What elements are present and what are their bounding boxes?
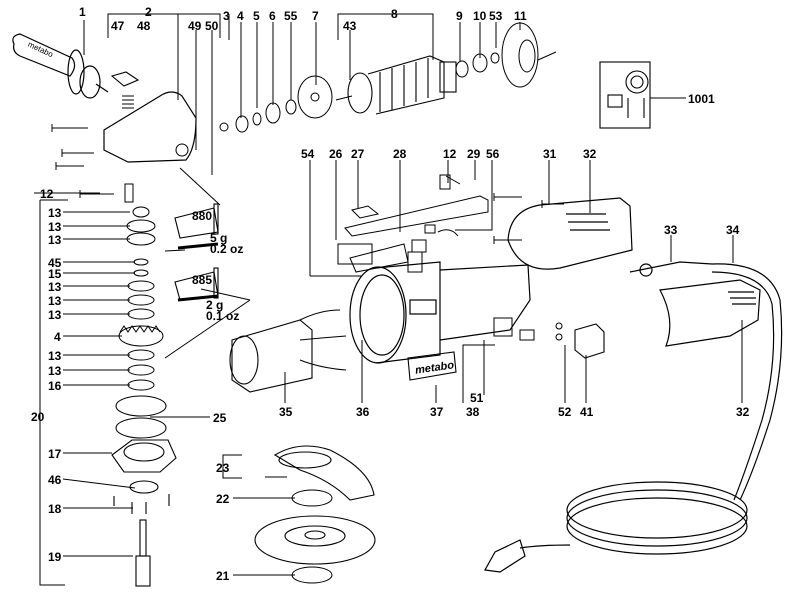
part-label-13: 13 bbox=[48, 206, 62, 220]
grease-amount-885-oz: 0.1 oz bbox=[206, 309, 240, 323]
part-label-12-top: 12 bbox=[443, 147, 457, 161]
grinding-disc bbox=[254, 515, 376, 565]
part-label-50: 50 bbox=[205, 19, 219, 33]
part-label-34: 34 bbox=[726, 223, 740, 237]
part-label-16: 16 bbox=[48, 379, 62, 393]
part-label-28: 28 bbox=[393, 147, 407, 161]
part-label-13: 13 bbox=[48, 349, 62, 363]
grease-amount-880-oz: 0.2 oz bbox=[210, 242, 244, 256]
part-label-13: 13 bbox=[48, 364, 62, 378]
side-handle: metabo bbox=[12, 33, 109, 99]
part-label-29: 29 bbox=[467, 147, 481, 161]
part-label-32-bottom: 32 bbox=[736, 405, 750, 419]
screws bbox=[51, 124, 564, 244]
armature bbox=[335, 55, 457, 115]
grease-tube-880 bbox=[174, 203, 219, 250]
part-label-23: 23 bbox=[216, 461, 230, 475]
gear-stack bbox=[115, 206, 167, 439]
part-label-4: 4 bbox=[54, 330, 61, 344]
part-label-35: 35 bbox=[279, 405, 293, 419]
part-label-38: 38 bbox=[466, 405, 480, 419]
part-label-32-top: 32 bbox=[583, 147, 597, 161]
grease-amount-885-g: 2 g bbox=[206, 298, 224, 312]
part-label-20: 20 bbox=[31, 410, 45, 424]
part-label-47: 47 bbox=[111, 19, 125, 33]
part-label-22: 22 bbox=[216, 492, 230, 506]
part-label-53: 53 bbox=[489, 9, 503, 23]
grease-code-880: 880 bbox=[192, 209, 213, 223]
label-1001-box bbox=[599, 61, 651, 129]
grease-amount-880-g: 5 g bbox=[210, 231, 228, 245]
part-label-52: 52 bbox=[558, 405, 572, 419]
part-label-25: 25 bbox=[213, 411, 227, 425]
washer-22 bbox=[291, 489, 333, 507]
part-label-41: 41 bbox=[580, 405, 594, 419]
part-label-7: 7 bbox=[312, 9, 319, 23]
part-label-26: 26 bbox=[329, 147, 343, 161]
part-label-10: 10 bbox=[473, 9, 487, 23]
part-label-9: 9 bbox=[456, 9, 463, 23]
power-cable bbox=[484, 261, 783, 573]
part-label-4: 4 bbox=[237, 9, 244, 23]
grease-code-885: 885 bbox=[192, 273, 213, 287]
part-label-1001: 1001 bbox=[688, 92, 715, 106]
handle-housing-top bbox=[507, 197, 633, 270]
svg-text:metabo: metabo bbox=[26, 40, 54, 60]
part-label-33: 33 bbox=[664, 223, 678, 237]
part-label-15: 15 bbox=[48, 267, 62, 281]
handle-housing-bottom bbox=[659, 279, 761, 347]
part-label-3: 3 bbox=[223, 9, 230, 23]
label-37 bbox=[407, 351, 457, 381]
part-label-21: 21 bbox=[216, 569, 230, 583]
part-label-13: 13 bbox=[48, 233, 62, 247]
grease-tube-885 bbox=[174, 267, 219, 302]
part-label-48: 48 bbox=[137, 19, 151, 33]
part-label-46: 46 bbox=[48, 473, 62, 487]
flange bbox=[111, 439, 177, 514]
wheel-guard bbox=[265, 445, 375, 501]
part-label-1: 1 bbox=[79, 5, 86, 19]
spindle bbox=[135, 519, 151, 587]
part-label-27: 27 bbox=[351, 147, 365, 161]
part-label-12: 12 bbox=[40, 187, 54, 201]
part-label-6: 6 bbox=[269, 9, 276, 23]
part-label-37: 37 bbox=[430, 405, 444, 419]
stator bbox=[229, 309, 347, 393]
part-label-55: 55 bbox=[284, 9, 298, 23]
part-label-13: 13 bbox=[48, 308, 62, 322]
part-label-45: 45 bbox=[48, 256, 62, 270]
part-label-54: 54 bbox=[301, 147, 315, 161]
part-label-13: 13 bbox=[48, 220, 62, 234]
part-label-5: 5 bbox=[253, 9, 260, 23]
part-label-49: 49 bbox=[188, 19, 202, 33]
part-label-13: 13 bbox=[48, 294, 62, 308]
part-label-17: 17 bbox=[48, 447, 62, 461]
part-label-13: 13 bbox=[48, 280, 62, 294]
part-label-51: 51 bbox=[470, 391, 484, 405]
part-label-11: 11 bbox=[514, 9, 527, 23]
part-label-19: 19 bbox=[48, 550, 62, 564]
nut-21 bbox=[291, 566, 333, 584]
motor-housing bbox=[349, 261, 531, 364]
part-label-8: 8 bbox=[391, 7, 398, 21]
leader-lines bbox=[34, 13, 743, 586]
part-label-43: 43 bbox=[343, 19, 357, 33]
part-label-31: 31 bbox=[543, 147, 557, 161]
part-label-2: 2 bbox=[145, 5, 152, 19]
part-label-36: 36 bbox=[356, 405, 370, 419]
part-label-18: 18 bbox=[48, 502, 62, 516]
part-label-56: 56 bbox=[486, 147, 500, 161]
